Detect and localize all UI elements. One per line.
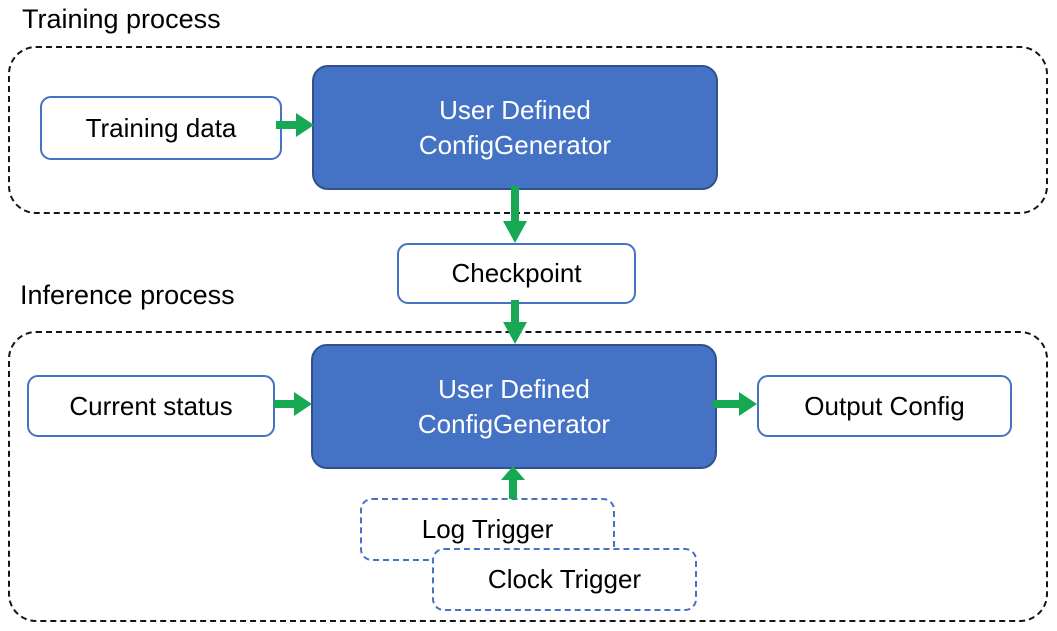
config-generator-inference-node: User Defined ConfigGenerator (311, 344, 717, 469)
clock-trigger-label: Clock Trigger (487, 564, 642, 594)
config-generator-training-line2: ConfigGenerator (418, 129, 612, 160)
inference-process-container (8, 331, 1048, 622)
current-status-label: Current status (69, 390, 233, 421)
log-trigger-label: Log Trigger (421, 514, 554, 544)
current-status-node: Current status (27, 375, 275, 437)
config-generator-inference-line1: User Defined (438, 374, 590, 405)
output-config-label: Output Config (804, 390, 965, 421)
training-process-label: Training process (22, 4, 221, 34)
inference-process-label: Inference process (20, 280, 235, 310)
arrow-right-icon (713, 392, 757, 416)
arrow-down-icon (503, 300, 527, 344)
checkpoint-label: Checkpoint (451, 258, 582, 288)
checkpoint-node: Checkpoint (397, 243, 636, 304)
training-data-node: Training data (40, 96, 282, 160)
clock-trigger-node: Clock Trigger (432, 548, 697, 611)
arrow-down-icon (503, 186, 527, 243)
config-generator-training-line1: User Defined (439, 95, 591, 126)
arrow-up-icon (501, 466, 525, 499)
config-generator-training-node: User Defined ConfigGenerator (312, 65, 718, 190)
arrow-right-icon (276, 113, 314, 137)
training-data-label: Training data (85, 112, 237, 143)
training-process-container (8, 46, 1048, 214)
arrow-right-icon (274, 392, 312, 416)
config-generator-inference-line2: ConfigGenerator (417, 408, 611, 439)
output-config-node: Output Config (757, 375, 1012, 437)
